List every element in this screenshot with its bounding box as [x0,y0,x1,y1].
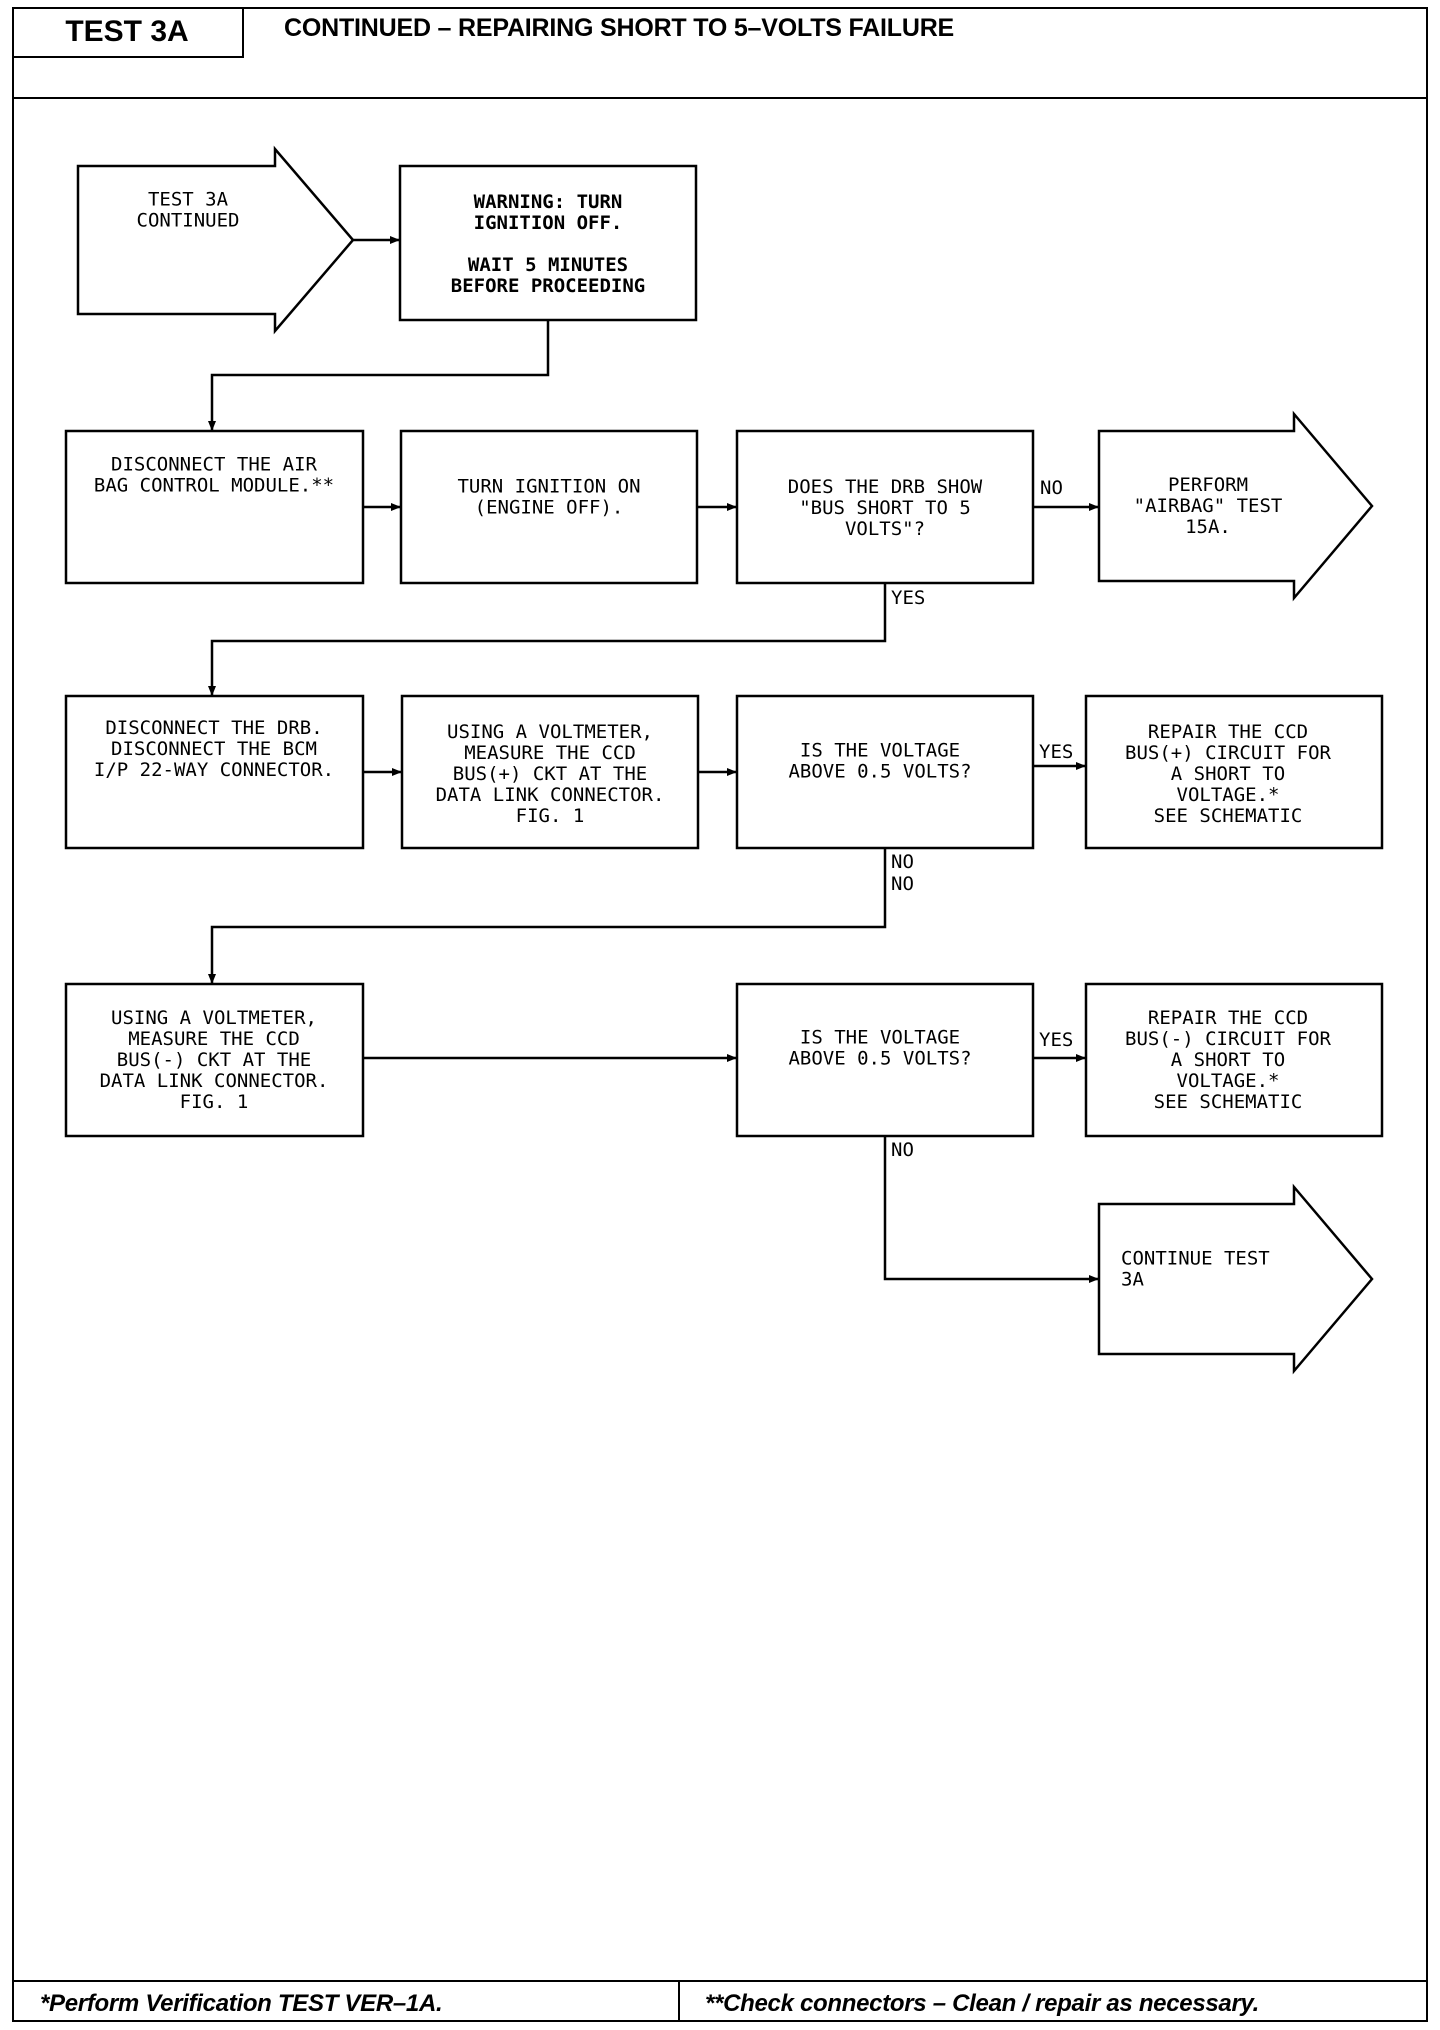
perform-airbag-text-line: "AIRBAG" TEST [1134,495,1283,517]
measure-minus-box [64,982,365,1138]
repair-plus-text-line: REPAIR THE CCD [1148,721,1308,743]
repair-plus-text-line: VOLTAGE.* [1177,784,1280,806]
continue-arrow-shape [1097,1183,1374,1375]
repair-minus-text-line: BUS(-) CIRCUIT FOR [1125,1028,1331,1050]
connector-decision-drb [208,583,887,696]
repair-minus-box [1084,982,1384,1138]
page-title: CONTINUED – REPAIRING SHORT TO 5–VOLTS F… [284,14,955,42]
measure-plus-text-line: DATA LINK CONNECTOR. [436,784,665,806]
measure-minus-text-line: USING A VOLTMETER, [111,1007,317,1029]
start-arrow-text-line: CONTINUED [137,210,240,232]
disconnect-module-text-line: BAG CONTROL MODULE.** [94,475,334,497]
repair-plus-text-line: A SHORT TO [1171,763,1285,785]
label-no-voltage-2: NO [891,1139,914,1161]
measure-minus-text-line: FIG. 1 [180,1091,249,1113]
start-arrow-shape [76,145,355,335]
disconnect-drb-text-line: DISCONNECT THE DRB. [105,717,322,739]
repair-plus-text-line: SEE SCHEMATIC [1154,805,1303,827]
label-no-voltage-1a: NO [891,851,914,873]
decision-voltage-1-text-line: IS THE VOLTAGE [800,740,960,762]
footer-note-verification: *Perform Verification TEST VER–1A. [40,1990,443,2017]
decision-voltage-2-text-line: ABOVE 0.5 VOLTS? [788,1048,971,1070]
warning-text-line: WAIT 5 MINUTES [468,254,628,276]
warning-text-line: BEFORE PROCEEDING [451,275,645,297]
measure-minus-text-line: DATA LINK CONNECTOR. [100,1070,329,1092]
decision-bus-short-text-line: DOES THE DRB SHOW [788,476,983,498]
label-no-airbag: NO [1040,477,1063,499]
footer-column-divider [678,1980,680,2022]
perform-airbag-text-line: PERFORM [1168,474,1248,496]
disconnect-drb-text-line: I/P 22-WAY CONNECTOR. [94,759,334,781]
repair-minus-text-line: SEE SCHEMATIC [1154,1091,1303,1113]
repair-plus-box [1084,694,1384,850]
ignition-on-text-line: TURN IGNITION ON [457,476,640,498]
perform-airbag-text-line: 15A. [1185,516,1231,538]
repair-minus-text-line: A SHORT TO [1171,1049,1285,1071]
measure-plus-text-line: BUS(+) CKT AT THE [453,763,647,785]
footer-divider [12,1980,1428,1982]
warning-text-line: WARNING: TURN [474,191,623,213]
measure-plus-text-line: USING A VOLTMETER, [447,721,653,743]
repair-plus-text-line: BUS(+) CIRCUIT FOR [1125,742,1331,764]
connector-decision-continue [883,1136,1099,1283]
perform-airbag-arrow-shape [1097,410,1374,602]
label-yes-bus-short: YES [891,587,925,609]
page-frame [12,7,1428,2022]
label-yes-repair-plus: YES [1039,741,1073,763]
warning-text-line: IGNITION OFF. [474,212,623,234]
header-divider [12,97,1428,99]
repair-minus-text-line: VOLTAGE.* [1177,1070,1280,1092]
ignition-on-text-line: (ENGINE OFF). [475,497,624,519]
test-label: TEST 3A [12,7,244,58]
ignition-on-text: TURN IGNITION ON(ENGINE OFF). [457,476,640,519]
disconnect-drb-text-line: DISCONNECT THE BCM [111,738,317,760]
decision-bus-short-text-line: "BUS SHORT TO 5 [799,497,971,519]
decision-bus-short-text-line: VOLTS"? [845,518,925,540]
measure-plus-text-line: FIG. 1 [516,805,585,827]
continue-arrow-text-line: CONTINUE TEST [1121,1248,1270,1270]
decision-voltage-2-text-line: IS THE VOLTAGE [800,1027,960,1049]
label-no-voltage-1b: NO [891,873,914,895]
decision-voltage-1-text-line: ABOVE 0.5 VOLTS? [788,761,971,783]
start-arrow-text-line: TEST 3A [148,189,229,211]
measure-plus-text-line: MEASURE THE CCD [464,742,636,764]
label-yes-repair-minus: YES [1039,1029,1073,1051]
repair-minus-text-line: REPAIR THE CCD [1148,1007,1308,1029]
connector-decision-measure-minus [208,848,887,984]
measure-minus-text-line: MEASURE THE CCD [128,1028,300,1050]
footer-note-connectors: **Check connectors – Clean / repair as n… [705,1990,1260,2017]
measure-minus-text-line: BUS(-) CKT AT THE [117,1049,311,1071]
connector-warning-module [208,320,550,431]
disconnect-module-text-line: DISCONNECT THE AIR [111,454,317,476]
continue-arrow-text-line: 3A [1121,1269,1144,1291]
